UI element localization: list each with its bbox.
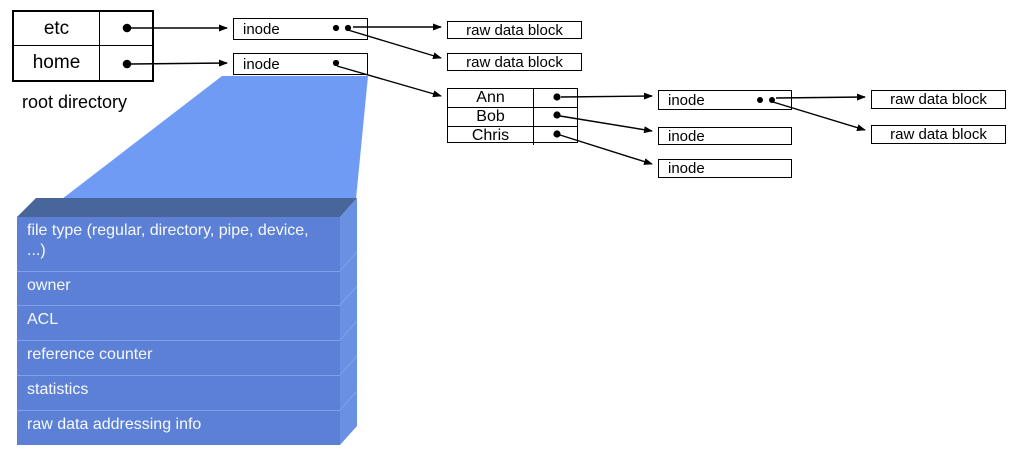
raw-data-block-3-label: raw data block [890, 91, 987, 108]
inode-detail-stack: file type (regular, directory, pipe, dev… [17, 217, 340, 445]
bob-inode-box: inode [658, 127, 792, 145]
inode-field-raw-data-addressing: raw data addressing info [17, 410, 340, 445]
home-directory-table: Ann Bob Chris [447, 88, 578, 145]
raw-data-block-4-label: raw data block [890, 126, 987, 143]
stack-right-side-face [340, 198, 357, 445]
inode-field-owner: owner [17, 271, 340, 305]
raw-data-block-2: raw data block [447, 53, 582, 71]
root-entry-etc-pointer-cell [100, 12, 152, 46]
side-face-separator [339, 390, 358, 411]
home-entry-chris-pointer-cell [534, 127, 577, 145]
inode-field-acl: ACL [17, 305, 340, 340]
home-entry-bob-pointer-cell [534, 108, 577, 127]
raw-data-block-3: raw data block [871, 90, 1006, 109]
side-face-separator [339, 320, 358, 341]
chris-inode-box: inode [658, 159, 792, 178]
stack-top-bevel [17, 198, 357, 217]
raw-data-block-2-label: raw data block [466, 53, 563, 71]
raw-data-block-4: raw data block [871, 125, 1006, 144]
root-entry-home: home [14, 46, 100, 80]
root-directory-caption: root directory [22, 92, 128, 112]
home-inode-label: inode [243, 55, 280, 73]
home-entry-ann: Ann [448, 89, 534, 108]
root-entry-home-pointer-cell [100, 46, 152, 80]
home-entry-ann-pointer-cell [534, 89, 577, 108]
home-entry-chris: Chris [448, 127, 534, 145]
root-directory-table: etc home [12, 10, 154, 82]
root-entry-etc: etc [14, 12, 100, 46]
home-inode-box: inode [233, 53, 368, 75]
ann-inode-label: inode [668, 91, 705, 109]
side-face-separator [339, 355, 358, 376]
etc-inode-label: inode [243, 20, 280, 38]
chris-inode-label: inode [668, 160, 705, 177]
side-face-separator [339, 285, 358, 306]
inode-field-statistics: statistics [17, 375, 340, 410]
etc-inode-box: inode [233, 18, 368, 40]
inode-field-file-type: file type (regular, directory, pipe, dev… [17, 217, 340, 271]
home-entry-bob: Bob [448, 108, 534, 127]
ann-inode-box: inode [658, 90, 792, 110]
raw-data-block-1-label: raw data block [466, 21, 563, 39]
inode-field-reference-counter: reference counter [17, 340, 340, 375]
side-face-separator [339, 251, 358, 272]
raw-data-block-1: raw data block [447, 21, 582, 39]
bob-inode-label: inode [668, 127, 705, 145]
